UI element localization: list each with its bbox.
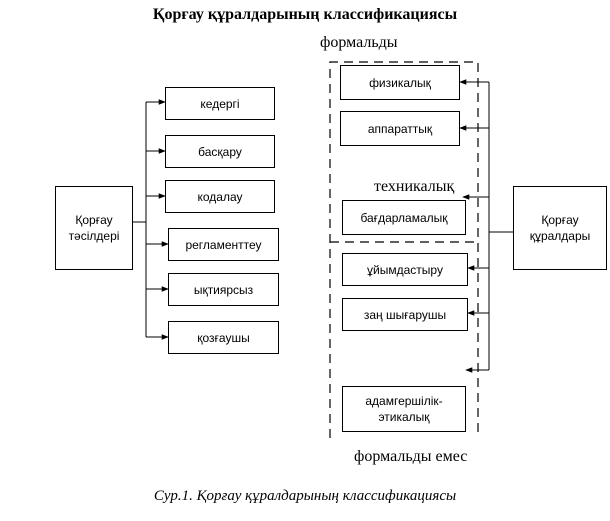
technical-label: техникалық — [374, 178, 455, 195]
figure-caption: Сур.1. Қорғау құралдарының классификация… — [153, 488, 457, 504]
method-label: кодалау — [197, 189, 243, 204]
tool-label: физикалық — [369, 75, 431, 90]
tool-label: аппараттық — [367, 121, 433, 136]
method-box-encoding: кодалау — [165, 180, 275, 213]
formal-frame — [329, 61, 479, 438]
tool-label: заң шығарушы — [363, 307, 447, 322]
source-label: Қорғау құралдары — [529, 213, 591, 243]
source-box-protection-methods: Қорғау тәсілдері — [55, 186, 133, 270]
method-label: қозғаушы — [197, 330, 250, 345]
tool-box-ethical: адамгершілік-этикалық — [342, 386, 466, 432]
source-box-protection-tools: Қорғау құралдары — [513, 186, 607, 270]
tool-box-legislative: заң шығарушы — [342, 298, 468, 331]
informal-label: формальды емес — [354, 448, 468, 465]
tool-label: ұйымдастыру — [367, 262, 443, 277]
tool-label: бағдарламалық — [360, 210, 448, 225]
method-box-management: басқару — [165, 135, 275, 168]
method-label: кедергі — [200, 96, 240, 111]
tool-box-software: бағдарламалық — [342, 200, 466, 235]
diagram-title: Қорғау құралдарының классификациясы — [152, 6, 458, 23]
method-label: басқару — [198, 144, 242, 159]
method-box-barrier: кедергі — [165, 87, 275, 120]
method-box-compulsion: ықтиярсыз — [168, 273, 279, 306]
method-label: регламенттеу — [185, 237, 262, 252]
formal-label: формальды — [320, 34, 398, 51]
method-box-regulation: регламенттеу — [168, 228, 279, 261]
tool-box-organizational: ұйымдастыру — [342, 253, 468, 286]
source-label: Қорғау тәсілдері — [68, 213, 120, 243]
tool-label: адамгершілік-этикалық — [365, 394, 443, 424]
method-label: ықтиярсыз — [193, 282, 254, 297]
tool-box-hardware: аппараттық — [340, 111, 460, 146]
tool-box-physical: физикалық — [340, 65, 460, 100]
method-box-motivation: қозғаушы — [168, 321, 279, 354]
